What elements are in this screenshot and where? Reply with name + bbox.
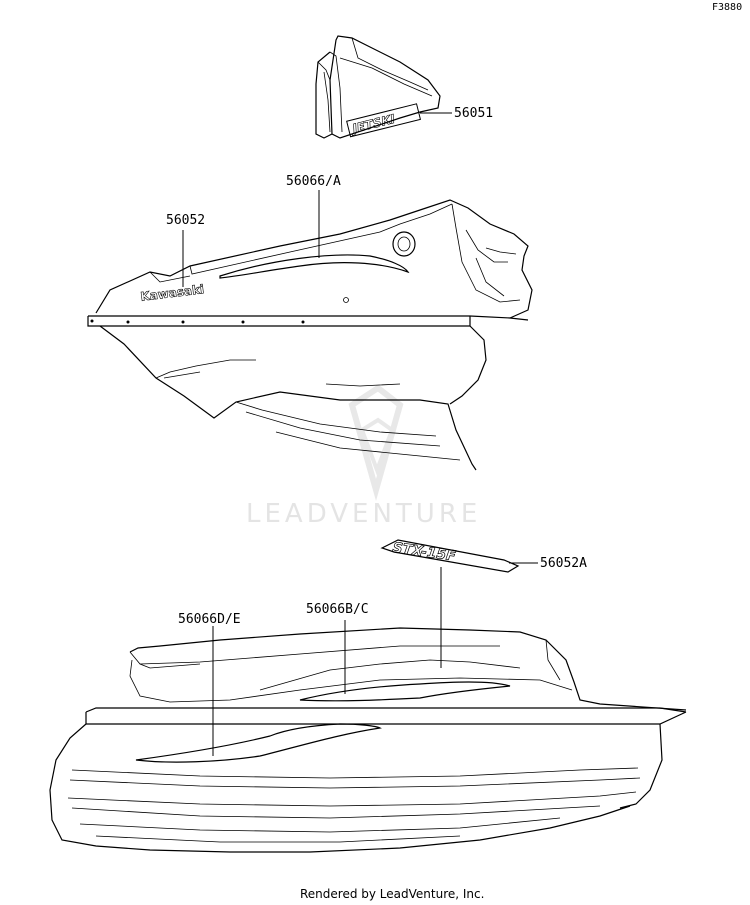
watermark-text: LEADVENTURE	[246, 499, 481, 529]
seat-cowl-part: JETSKI	[315, 35, 441, 139]
jetski-decal-text: JETSKI	[349, 112, 397, 137]
hull-side-view-bottom	[49, 627, 687, 853]
callout-56051[interactable]: 56051	[454, 106, 493, 121]
callout-56052a[interactable]: 56052A	[540, 556, 587, 571]
kawasaki-decal-text: Kawasaki	[140, 282, 205, 304]
callout-56052[interactable]: 56052	[166, 213, 205, 228]
hull-side-view-top: Kawasaki	[87, 199, 533, 471]
callout-56066de[interactable]: 56066D/E	[178, 612, 241, 627]
kawasaki-decal: Kawasaki	[139, 282, 205, 304]
footer-credit: Rendered by LeadVenture, Inc.	[300, 887, 484, 901]
stx15f-decal: STX-15F	[380, 539, 520, 573]
stx15f-decal-text: STX-15F	[391, 540, 457, 565]
diagram-code: F3880	[712, 2, 742, 13]
callout-56066a[interactable]: 56066/A	[286, 174, 341, 189]
callout-56066bc[interactable]: 56066B/C	[306, 602, 369, 617]
jetski-decal: JETSKI	[346, 103, 422, 138]
watermark: LEADVENTURE	[246, 384, 481, 529]
